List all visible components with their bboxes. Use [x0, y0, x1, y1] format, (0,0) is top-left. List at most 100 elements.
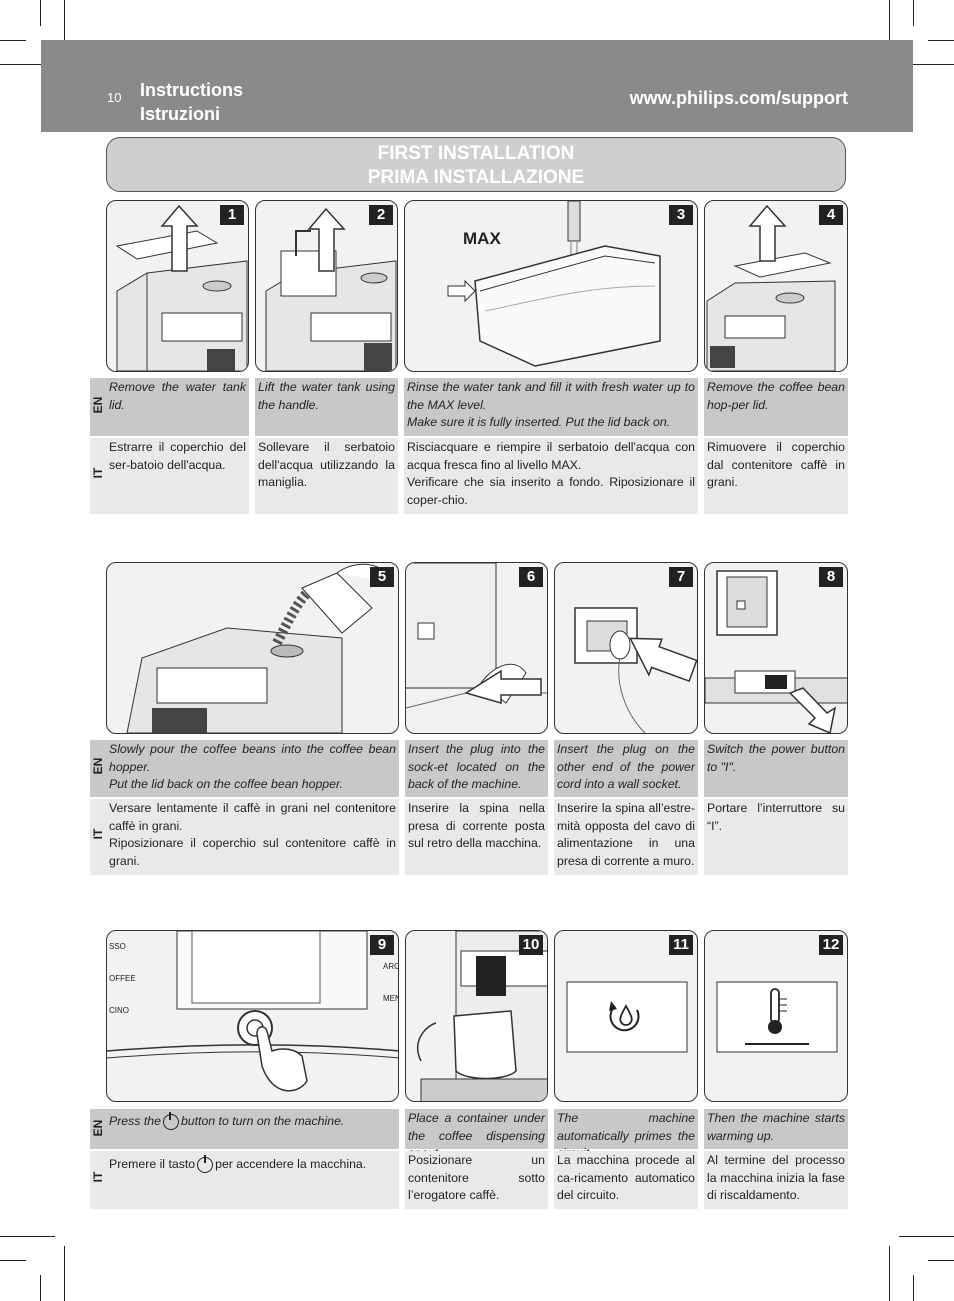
step-2-image: 2 [255, 200, 398, 372]
row1-it-lang-cell [90, 438, 107, 514]
crop-mark [0, 1260, 26, 1261]
crop-mark [889, 1246, 890, 1301]
step-10-image: 10 [405, 930, 548, 1102]
step-5-image: 5 [106, 562, 399, 734]
lang-label-en: EN [91, 757, 105, 775]
step-6-image: 6 [405, 562, 548, 734]
step-number: 8 [819, 567, 843, 587]
step-number: 1 [220, 205, 244, 225]
power-button-press-illustration [107, 931, 398, 1092]
step-12-image: 12 [704, 930, 848, 1102]
step-8-text-it: Portare l’interruttore su “I”. [704, 799, 848, 875]
lang-label-en: EN [91, 1119, 105, 1137]
page-header [41, 40, 913, 132]
step-7-text-it: Inserire la spina all’estre-mità opposta… [554, 799, 698, 875]
step-7-image: 7 [554, 562, 698, 734]
step-12-text-en: Then the machine starts warming up. [704, 1109, 848, 1149]
step-4-text-en: Remove the coffee bean hop-per lid. [704, 378, 848, 436]
lang-label-it: IT [91, 467, 105, 479]
step-number: 11 [669, 935, 693, 955]
step-1-image: 1 [106, 200, 249, 372]
step-2-text-it: Sollevare il serbatoio dell'acqua utiliz… [255, 438, 398, 514]
crop-mark [64, 0, 65, 55]
row1-en-lang-cell [90, 378, 107, 436]
step-number: 3 [669, 205, 693, 225]
step-5-text-it: Versare lentamente il caffè in grani nel… [106, 799, 399, 875]
pour-beans-illustration [126, 563, 393, 733]
row2-it-lang-cell [90, 799, 107, 875]
crop-mark [928, 40, 954, 41]
step-number: 12 [819, 935, 843, 955]
step-1-text-it: Estrarre il coperchio del ser-batoio del… [106, 438, 249, 514]
lang-label-en: EN [91, 396, 105, 414]
power-switch-illustration [705, 570, 847, 733]
step-11-image: 11 [554, 930, 698, 1102]
bean-hopper-lid-illustration [706, 204, 836, 371]
crop-mark [40, 1275, 41, 1301]
step-10-text-en: Place a container under the coffee dispe… [405, 1109, 548, 1160]
step-5-text-en: Slowly pour the coffee beans into the co… [106, 740, 399, 797]
crop-mark [0, 40, 26, 41]
row3-en-lang-cell [90, 1109, 107, 1149]
wall-socket-illustration [574, 607, 697, 733]
step-12-text-it: Al termine del processo la macchina iniz… [704, 1151, 848, 1209]
plug-machine-illustration [406, 563, 547, 709]
water-tank-fill-illustration [447, 201, 661, 367]
step-11-text-en: The machine automatically primes the cir… [554, 1109, 698, 1160]
machine-lid-illustration [115, 204, 248, 371]
crop-mark [913, 0, 914, 26]
step-9-image: SSO OFFEE CINO ARO MEN 9 [106, 930, 399, 1102]
step-number: 5 [370, 567, 394, 587]
page-number: 10 [107, 90, 122, 105]
warming-display-illustration [716, 981, 838, 1053]
step-11-text-it: La macchina procede al ca-ricamento auto… [554, 1151, 698, 1209]
step-10-text-it: Posizionare un contenitore sotto l’eroga… [405, 1151, 548, 1209]
step-number: 10 [519, 935, 543, 955]
step-6-text-en: Insert the plug into the sock-et located… [405, 740, 548, 797]
crop-mark [928, 1260, 954, 1261]
step-3-text-it: Risciacquare e riempire il serbatoio del… [404, 438, 698, 514]
lang-label-it: IT [91, 1171, 105, 1183]
title-it: Istruzioni [140, 104, 220, 124]
container-under-spout-illustration [416, 931, 547, 1101]
step-number: 2 [369, 205, 393, 225]
crop-mark [913, 1275, 914, 1301]
page-title: Instructions Istruzioni [140, 78, 243, 126]
priming-display-illustration [566, 981, 688, 1053]
water-tank-lift-illustration [265, 207, 397, 371]
crop-mark [899, 64, 954, 65]
banner-title-it: PRIMA INSTALLAZIONE [367, 167, 585, 188]
crop-mark [40, 0, 41, 26]
power-icon [162, 1111, 179, 1130]
display-menu-right: ARO MEN [383, 962, 399, 1003]
step-8-text-en: Switch the power button to "I". [704, 740, 848, 797]
step-2-text-en: Lift the water tank using the handle. [255, 378, 398, 436]
max-label: MAX [463, 229, 501, 248]
section-banner: FIRST INSTALLATION PRIMA INSTALLAZIONE [106, 137, 846, 192]
crop-mark [0, 1236, 55, 1237]
power-icon [197, 1154, 214, 1173]
display-menu-left: SSO OFFEE CINO [109, 942, 136, 1015]
banner-title-en: FIRST INSTALLATION [377, 143, 575, 164]
step-8-image: 8 [704, 562, 848, 734]
step-number: 9 [370, 935, 394, 955]
row2-en-lang-cell [90, 740, 107, 797]
step-7-text-en: Insert the plug on the other end of the … [554, 740, 698, 797]
crop-mark [889, 0, 890, 55]
step-number: 7 [669, 567, 693, 587]
step-number: 4 [819, 205, 843, 225]
step-1-text-en: Remove the water tank lid. [106, 378, 249, 436]
step-4-text-it: Rimuovere il coperchio dal contenitore c… [704, 438, 848, 514]
step-4-image: 4 [704, 200, 848, 372]
step-number: 6 [519, 567, 543, 587]
lang-label-it: IT [91, 828, 105, 840]
step-6-text-it: Inserire la spina nella presa di corrent… [405, 799, 548, 875]
row3-it-lang-cell [90, 1151, 107, 1209]
crop-mark [899, 1236, 954, 1237]
support-link[interactable]: www.philips.com/support [629, 88, 848, 108]
step-3-image: MAX 3 [404, 200, 698, 372]
crop-mark [64, 1246, 65, 1301]
step-3-text-en: Rinse the water tank and fill it with fr… [404, 378, 698, 436]
